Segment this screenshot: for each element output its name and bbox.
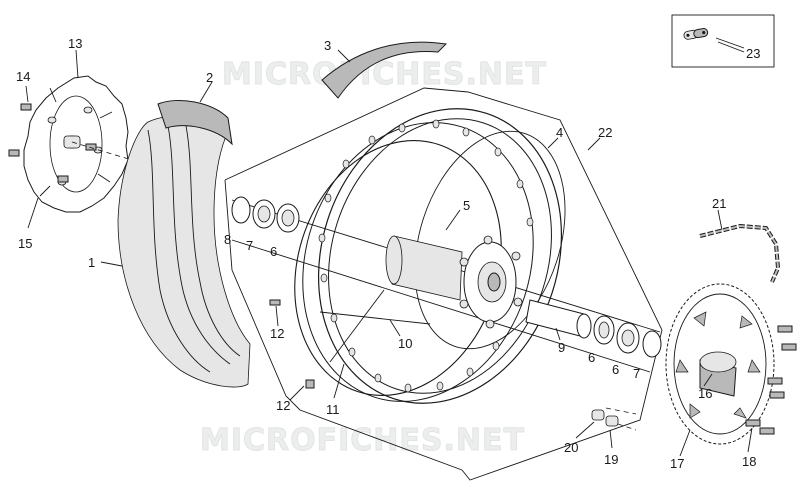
callout-15: 15 (18, 236, 32, 251)
callout-8: 8 (224, 232, 231, 247)
sprocket-bolts (745, 325, 797, 435)
callout-21: 21 (712, 196, 726, 211)
callout-12b: 12 (276, 398, 290, 413)
callout-17: 17 (670, 456, 684, 471)
callout-11: 11 (326, 402, 340, 417)
callout-6a: 6 (270, 244, 277, 259)
callout-19: 19 (604, 452, 618, 467)
wheel-hub (385, 235, 523, 329)
screws (269, 299, 637, 431)
callout-5: 5 (463, 198, 470, 213)
disc-bolts (8, 103, 133, 183)
rim-tape (157, 100, 233, 146)
callout-23: 23 (746, 46, 760, 61)
callout-7b: 7 (633, 366, 640, 381)
callout-6b: 6 (588, 350, 595, 365)
callout-4: 4 (556, 125, 563, 140)
left-bearings (231, 196, 300, 233)
watermark-top: MICROFICHES.NET (222, 57, 547, 92)
callout-10: 10 (398, 336, 412, 351)
callout-14: 14 (16, 69, 30, 84)
callout-20: 20 (564, 440, 578, 455)
callout-6c: 6 (612, 362, 619, 377)
callout-3: 3 (324, 38, 331, 53)
rim-strip (321, 41, 448, 99)
right-bearings (525, 299, 662, 358)
rear-sprocket (665, 283, 775, 445)
callout-1: 1 (88, 255, 95, 270)
callout-13: 13 (68, 36, 82, 51)
leader-lines (25, 41, 753, 457)
chain-link-inset (671, 14, 775, 68)
callout-9: 9 (558, 340, 565, 355)
callout-labels: 1 2 3 4 5 6 6 6 7 7 8 9 10 11 12 12 13 1… (16, 36, 760, 471)
watermark-bottom: MICROFICHES.NET (200, 423, 525, 458)
callout-22: 22 (598, 125, 612, 140)
callout-7a: 7 (246, 238, 253, 253)
callout-2: 2 (206, 70, 213, 85)
callout-16: 16 (698, 386, 712, 401)
drive-chain (699, 223, 781, 283)
assembly-outline (224, 87, 663, 481)
callout-18: 18 (742, 454, 756, 469)
callout-12a: 12 (270, 326, 284, 341)
